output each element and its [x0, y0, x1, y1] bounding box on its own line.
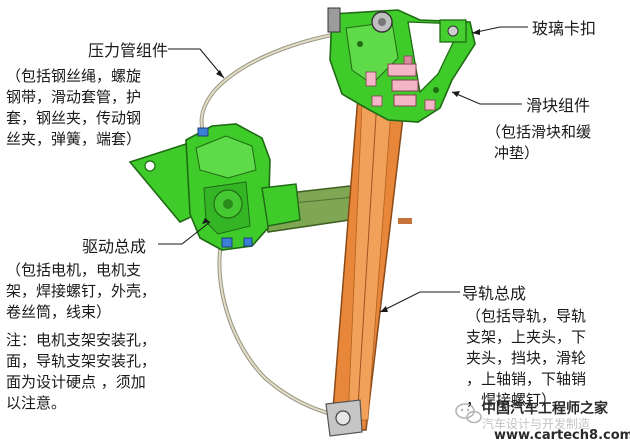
rail-detail: （包括导轨，导轨 支架，上夹头，下 夹头，挡块，滑轮 ，上轴销，下轴销 ，焊接螺…	[466, 306, 586, 411]
pressure-tube-detail-line: （包括钢丝绳，螺旋	[6, 67, 142, 85]
watermark-brand: 中国汽车工程师之家	[482, 401, 608, 417]
drive-detail-line: （包括电机，电机支	[6, 261, 142, 279]
rail-label: 导轨总成	[462, 284, 527, 303]
leader-pressure-tube	[168, 48, 225, 79]
slider-detail: （包括滑块和缓 冲垫）	[486, 122, 591, 164]
pressure-tube-detail-line: 钢带，滑动套管，护	[6, 88, 142, 106]
leader-glass-clip	[471, 26, 528, 34]
slider-detail-line: 冲垫）	[494, 144, 540, 162]
slider-label: 滑块组件	[526, 96, 591, 115]
rail-detail-line: （包括导轨，导轨	[466, 307, 587, 325]
design-note: 注：电机支架安装孔， 面，导轨支架安装孔， 面为设计硬点 ，须加 以注意。	[6, 330, 156, 414]
rail-detail-line: ，焊接螺钉）	[466, 391, 557, 409]
design-note-line: 以注意。	[6, 394, 67, 412]
cable-upper	[199, 30, 349, 142]
watermark-sub: 汽车设计与开发制造	[482, 417, 591, 431]
leader-drive	[158, 221, 211, 245]
design-note-line: 注：电机支架安装孔，	[6, 331, 157, 349]
leader-rail	[379, 291, 460, 313]
slider-detail-line: （包括滑块和缓	[486, 123, 592, 141]
rail-detail-line: ，上轴销，下轴销	[466, 370, 587, 388]
wechat-logo-icon	[455, 403, 482, 424]
leader-slider	[451, 91, 522, 105]
rail-detail-line: 夹头，挡块，滑轮	[466, 349, 587, 367]
bracket-mount-icon	[197, 127, 209, 137]
glass-clip-label: 玻璃卡扣	[532, 19, 597, 38]
pressure-tube-detail-line: 套，钢丝夹，传动钢	[6, 109, 142, 127]
pressure-tube-label: 压力管组件	[88, 41, 169, 60]
drive-detail: （包括电机，电机支 架，焊接螺钉，外壳， 卷丝筒，线束）	[6, 260, 156, 323]
pressure-tube-detail-line: 丝夹，弹簧，端套）	[6, 130, 142, 148]
rail-detail-line: 支架，上夹头，下	[466, 328, 587, 346]
drive-detail-line: 卷丝筒，线束）	[6, 303, 112, 321]
drive-label: 驱动总成	[82, 237, 147, 256]
drive-detail-line: 架，焊接螺钉，外壳，	[6, 282, 157, 300]
pressure-tube-detail: （包括钢丝绳，螺旋 钢带，滑动套管，护 套，钢丝夹，传动钢 丝夹，弹簧，端套）	[6, 66, 141, 150]
design-note-line: 面，导轨支架安装孔，	[6, 352, 157, 370]
watermark-url: www.cartech8.com	[494, 428, 630, 443]
design-note-line: 面为设计硬点 ，须加	[6, 373, 146, 391]
